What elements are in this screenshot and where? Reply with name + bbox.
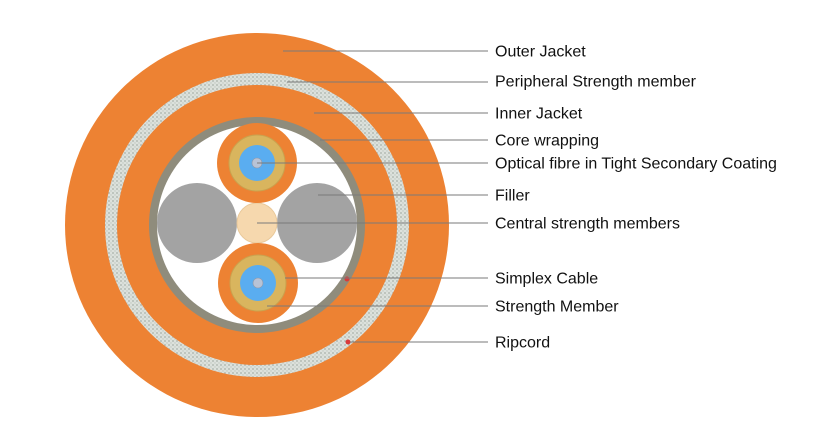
filler-left: [157, 183, 237, 263]
label-optical-fibre: Optical fibre in Tight Secondary Coating: [495, 156, 777, 173]
ripcord-dot-outer: [345, 339, 351, 345]
label-ripcord: Ripcord: [495, 335, 550, 352]
label-simplex-cable: Simplex Cable: [495, 271, 598, 288]
label-filler: Filler: [495, 188, 530, 205]
label-inner-jacket: Inner Jacket: [495, 106, 583, 123]
ripcord-dot-inner: [344, 276, 350, 282]
label-peripheral-strength-member: Peripheral Strength member: [495, 74, 697, 91]
label-outer-jacket: Outer Jacket: [495, 44, 586, 61]
label-core-wrapping: Core wrapping: [495, 133, 599, 150]
label-strength-member: Strength Member: [495, 299, 619, 316]
label-central-strength-members: Central strength members: [495, 216, 680, 233]
simplex-cable-bottom: [218, 243, 298, 323]
leader-lines: [257, 50, 488, 343]
